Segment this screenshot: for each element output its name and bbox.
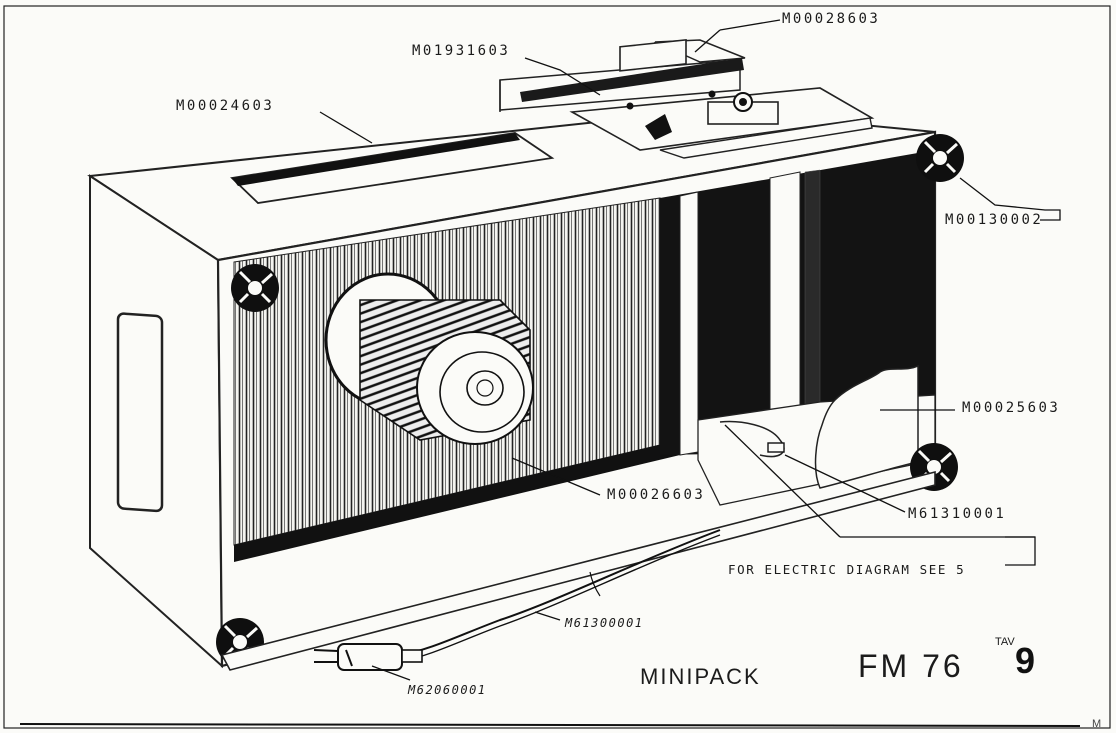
label-cover-top-right: M00028603 (782, 11, 881, 27)
label-cable-clamp: M61310001 (908, 506, 1007, 522)
corner-foot-top-right (916, 134, 964, 182)
label-corner-foot: M00130002 (945, 212, 1044, 228)
label-top-panel-left: M00024603 (176, 98, 275, 114)
power-cable (399, 529, 721, 656)
electric-diagram-note: FOR ELECTRIC DIAGRAM SEE 5 (728, 562, 966, 577)
tav-number: 9 (1015, 640, 1036, 681)
label-fan-motor: M00026603 (607, 487, 706, 503)
label-side-panel: M00025603 (962, 400, 1061, 416)
product-title: MINIPACK (640, 664, 761, 689)
control-plate (569, 39, 875, 159)
base-edge (220, 470, 936, 671)
fan-motor (324, 272, 534, 445)
plug-part (313, 643, 423, 671)
tav-label: TAV (995, 636, 1015, 648)
label-power-cable: M61300001 (565, 616, 644, 630)
leader-lines (319, 19, 1061, 681)
corner-foot-top-left (231, 264, 279, 312)
cable-clamp-part (767, 442, 785, 453)
model-code: FM 76 (858, 648, 964, 684)
label-plug: M62060001 (408, 683, 487, 697)
corner-mark: M (1092, 718, 1102, 730)
side-handle-slot (116, 312, 164, 513)
page-border (3, 5, 1111, 729)
torn-side-panel (814, 364, 919, 489)
label-handle: M01931603 (412, 43, 511, 59)
internal-cable (719, 420, 785, 458)
handle-bar (520, 58, 744, 102)
bottom-rule (19, 723, 1081, 727)
